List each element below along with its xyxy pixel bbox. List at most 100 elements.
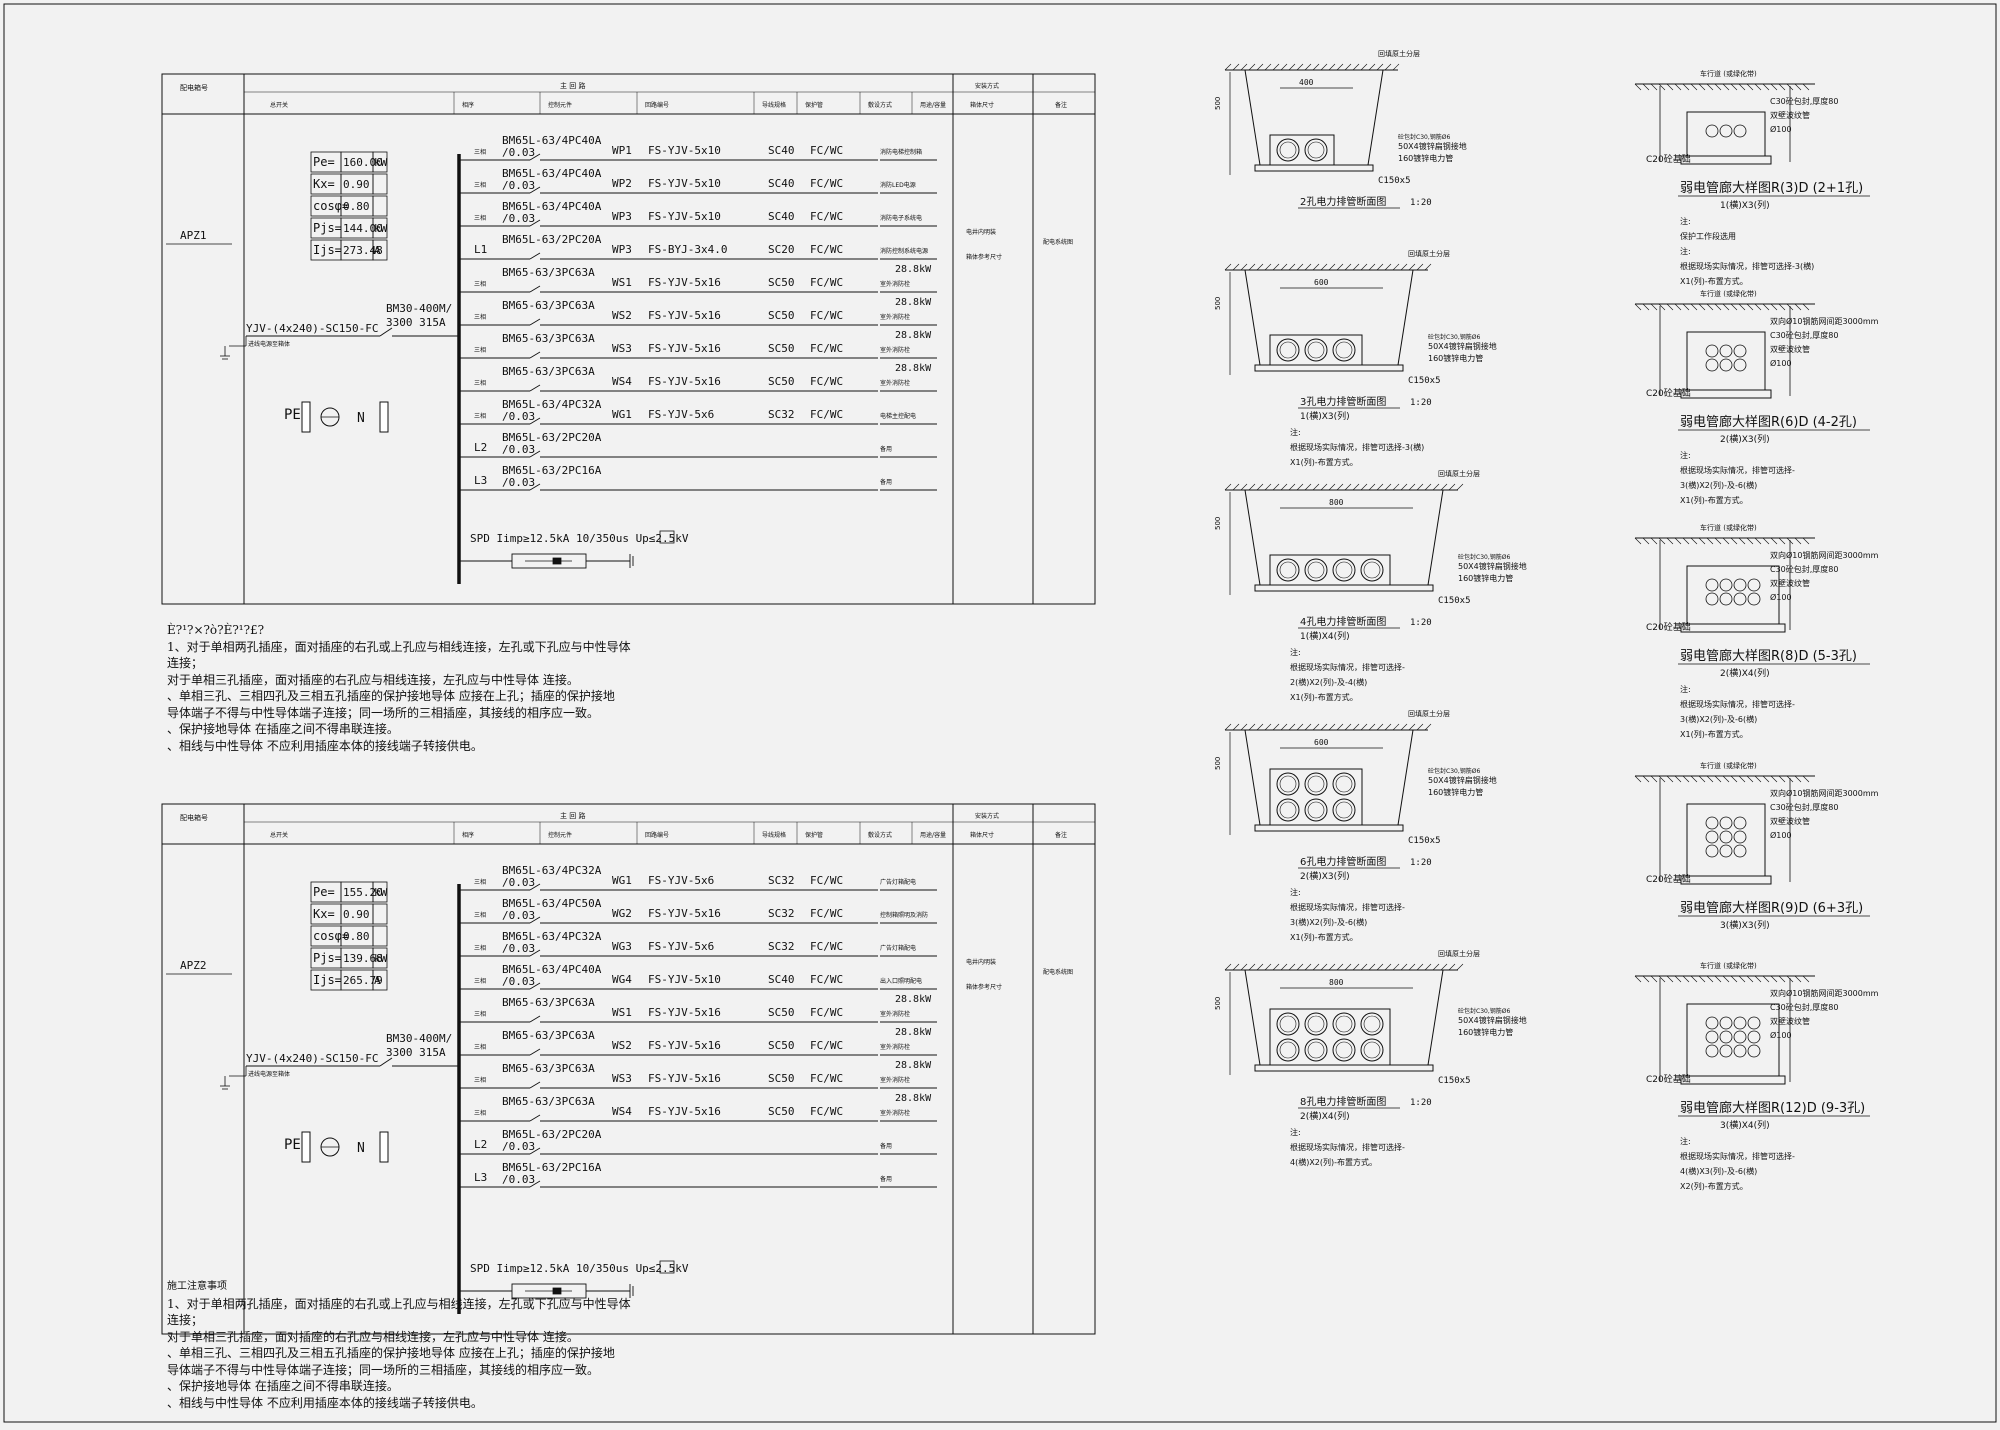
section-scale: 1:20: [1410, 858, 1432, 868]
ground-hatch: [1352, 263, 1360, 271]
ground-hatch: [1352, 963, 1360, 971]
conduit-pipe: [1719, 592, 1733, 606]
ground-hatch: [1658, 537, 1666, 545]
circuit-contact: [529, 1015, 541, 1023]
ground-hatch: [1376, 723, 1384, 731]
circuit-number: WS1: [612, 1006, 632, 1019]
ground-hatch: [1304, 723, 1312, 731]
param-value: 273.48: [343, 244, 383, 257]
conduit-label: Ø100: [1770, 1030, 1792, 1040]
main-breaker-contact: [379, 1057, 393, 1067]
ground-strip-note: 50X4镀锌扁钢接地: [1428, 775, 1497, 785]
ground-hatch: [1762, 83, 1770, 91]
ground-hatch: [1336, 723, 1344, 731]
section-note: 注:: [1680, 450, 1691, 460]
box-id-label: APZ2: [180, 959, 207, 972]
circuit-rcd: /0.03: [502, 975, 535, 988]
ground-hatch: [1642, 537, 1650, 545]
incoming-cable: YJV-(4x240)-SC150-FC: [246, 1052, 378, 1065]
encasement: [1686, 565, 1780, 625]
circuit-contact: [529, 1048, 541, 1056]
conduit-pipe: [1705, 816, 1719, 830]
circuit-contact: [529, 1081, 541, 1089]
note-line: 、保护接地导体 在插座之间不得串联连接。: [167, 722, 399, 736]
conduit-pipe: [1733, 124, 1747, 138]
ground-hatch: [1698, 775, 1706, 783]
circuit-contact: [529, 384, 541, 392]
ground-hatch: [1424, 483, 1432, 491]
section-title: 弱电管廊大样图R(3)D (2+1孔): [1680, 180, 1863, 196]
ground-hatch: [1408, 723, 1416, 731]
circuit-number: WS1: [612, 276, 632, 289]
ground-hatch: [1674, 303, 1682, 311]
ground-hatch: [1682, 537, 1690, 545]
circuit-contact: [529, 949, 541, 957]
circuit-breaker: BM65-63/3PC63A: [502, 365, 595, 378]
param-value: 144.00: [343, 222, 383, 235]
param-cell: [372, 903, 388, 925]
section-note: 根据现场实际情况，排管可选择-: [1290, 662, 1405, 672]
ground-hatch: [1232, 963, 1240, 971]
ground-hatch: [1392, 263, 1400, 271]
ground-hatch: [1674, 975, 1682, 983]
section-title: 4孔电力排管断面图: [1300, 615, 1386, 628]
ground-hatch: [1746, 537, 1754, 545]
header-sub-label: 保护管: [805, 831, 823, 839]
section-scale: 1:20: [1410, 398, 1432, 408]
conduit-pipe: [1733, 844, 1747, 858]
section-note: X1(列)-布置方式。: [1680, 495, 1748, 505]
duct-pipe-inner: [1279, 775, 1297, 793]
ground-hatch: [1424, 723, 1432, 731]
circuit-breaker: BM65L-63/2PC16A: [502, 464, 602, 477]
ground-hatch: [1802, 83, 1810, 91]
ground-hatch: [1682, 775, 1690, 783]
road-label: 车行道 (或绿化带): [1700, 761, 1757, 770]
ground-hatch: [1706, 775, 1714, 783]
circuit-breaker: BM65L-63/4PC32A: [502, 930, 602, 943]
ground-hatch: [1738, 775, 1746, 783]
circuit-method: FC/WC: [810, 210, 843, 223]
ground-hatch: [1456, 483, 1464, 491]
ground-hatch: [1304, 263, 1312, 271]
encasement-note: 砼包封C30,钢筋Ø6: [1428, 767, 1480, 775]
circuit-conduit: SC32: [768, 874, 795, 887]
ground-hatch: [1778, 975, 1786, 983]
duct-pipe: [1360, 558, 1384, 582]
circuit-use: 备用: [880, 1175, 892, 1183]
circuit-method: FC/WC: [810, 1006, 843, 1019]
circuit-breaker: BM65L-63/2PC20A: [502, 1128, 602, 1141]
ground-hatch: [1714, 975, 1722, 983]
conduit-pipe: [1733, 344, 1747, 358]
header-sub-label: 敷设方式: [868, 831, 892, 839]
ground-hatch: [1416, 483, 1424, 491]
circuit-phase: 三相: [474, 214, 486, 222]
section-note: 注:: [1680, 684, 1691, 694]
conduit-label: C30砼包封,厚度80: [1770, 96, 1839, 106]
trench-wall: [1244, 729, 1261, 826]
conduit-label: Ø100: [1770, 830, 1792, 840]
base-note: C150x5: [1408, 376, 1441, 386]
circuit-conduit: SC32: [768, 408, 795, 421]
ground-hatch: [1730, 975, 1738, 983]
circuit-phase: 三相: [474, 878, 486, 886]
ground-hatch: [1256, 63, 1264, 71]
ground-hatch: [1360, 963, 1368, 971]
duct-pipe-inner: [1279, 801, 1297, 819]
header-sub-label: 用途/容量: [920, 101, 946, 109]
duct-pipe: [1332, 772, 1356, 796]
ground-hatch: [1400, 963, 1408, 971]
ground-strip-note: 50X4镀锌扁钢接地: [1428, 341, 1497, 351]
circuit-rcd: /0.03: [502, 146, 535, 159]
foundation-label: C20砼基础: [1646, 873, 1691, 885]
circuit-phase: 三相: [474, 148, 486, 156]
circuit-rcd: /0.03: [502, 212, 535, 225]
conduit-pipe: [1747, 578, 1761, 592]
circuit-contact: [529, 1114, 541, 1122]
circuit-number: WP3: [612, 210, 632, 223]
ground-hatch: [1682, 303, 1690, 311]
ground-hatch: [1802, 775, 1810, 783]
circuit-cable: FS-YJV-5x16: [648, 342, 721, 355]
